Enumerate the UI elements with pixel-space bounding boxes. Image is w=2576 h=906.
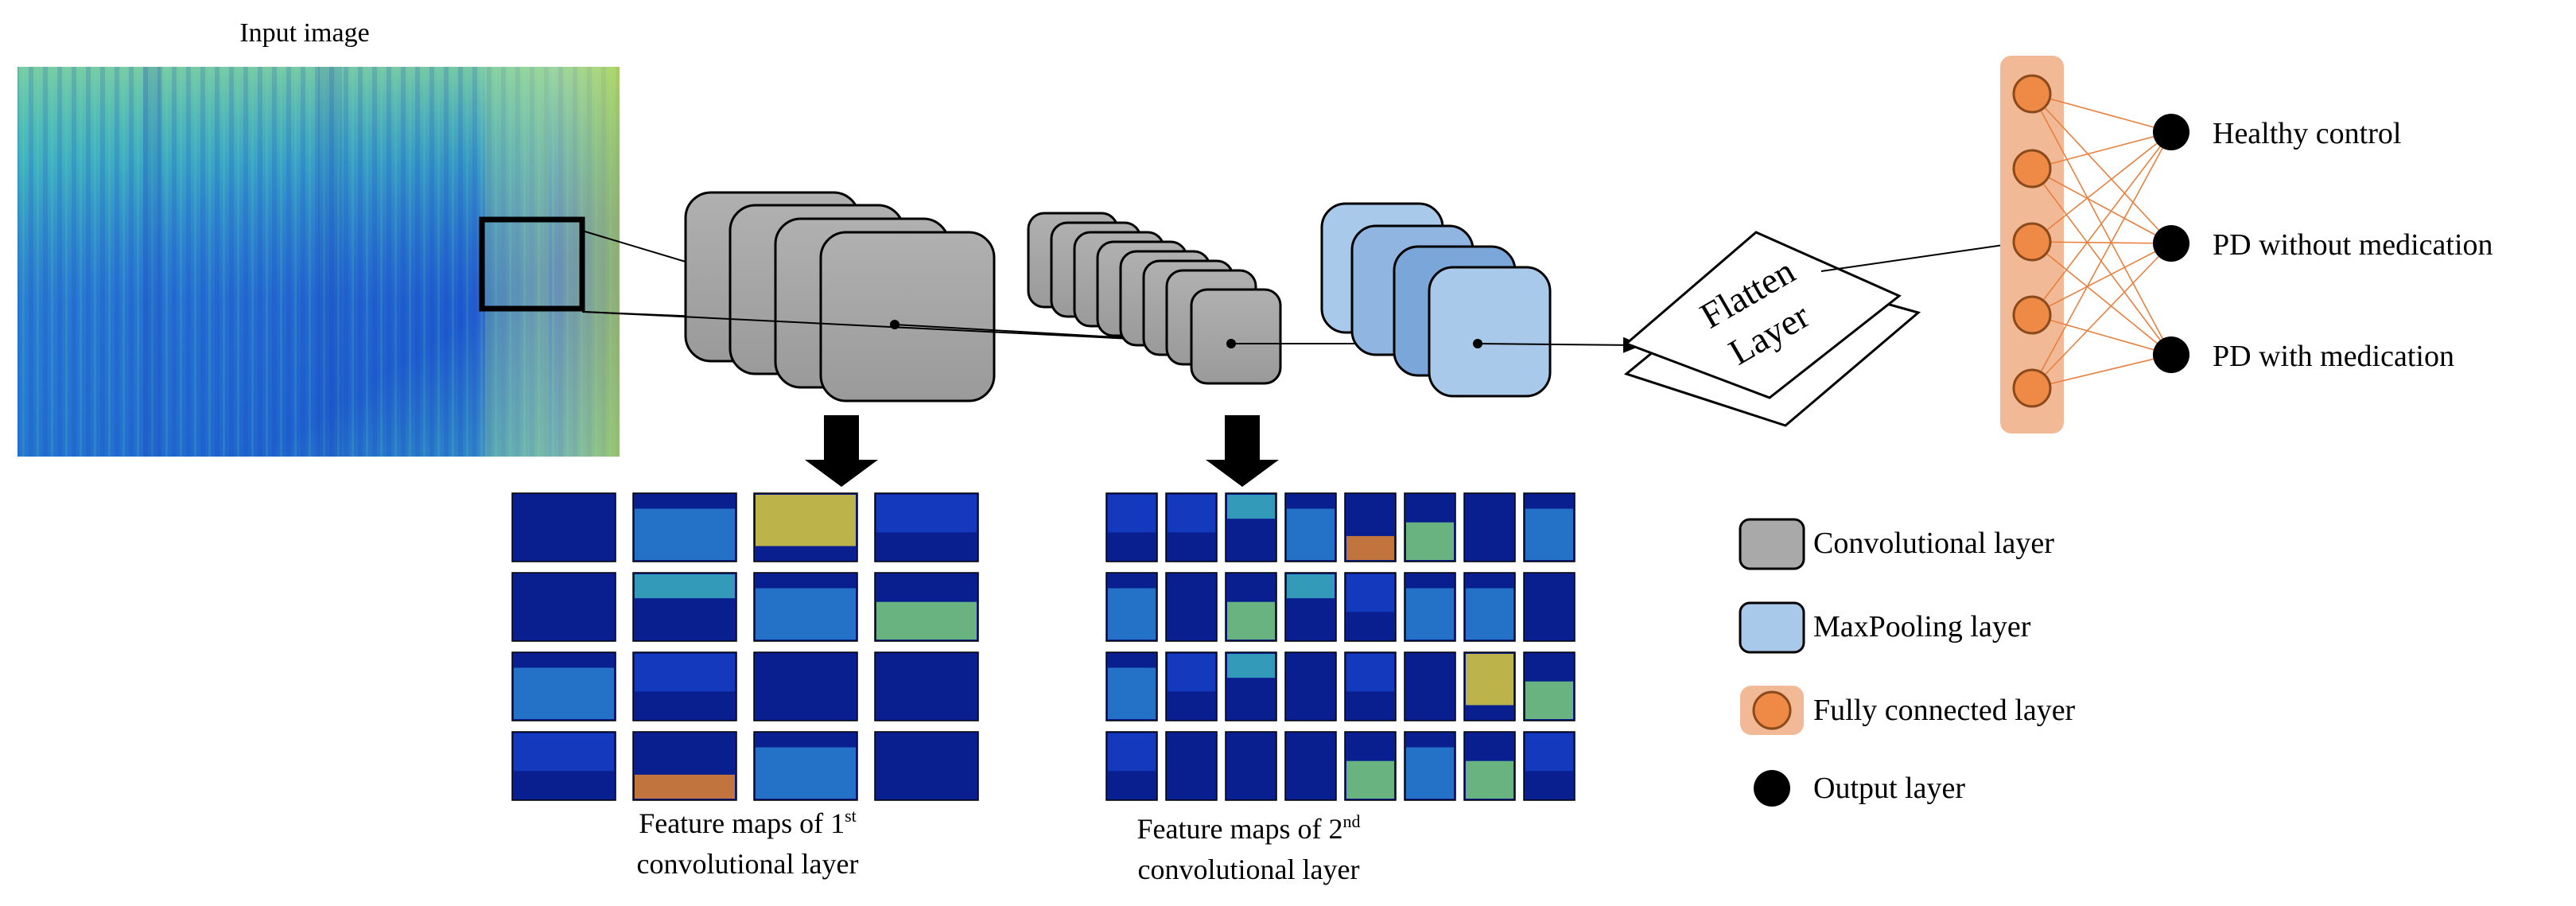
fc-node-circle-node-icon <box>2012 222 2052 262</box>
feature-map-activation <box>1525 681 1573 719</box>
legend-output-circle-node-icon <box>1754 770 1790 807</box>
flatten-to-fc-arrow <box>1820 237 2022 272</box>
feature-map-thumbnail <box>1284 731 1337 801</box>
feature-map-activation <box>1168 495 1215 533</box>
feature-map-activation <box>1346 654 1394 692</box>
flatten-layer: Flatten Layer <box>1623 231 1921 427</box>
pool-to-flatten-arrow <box>1477 336 1642 353</box>
output-label-pd-with-medication: PD with medication <box>2213 340 2454 373</box>
feature-map-thumbnail <box>511 572 616 642</box>
maxpooling-layer-stack <box>1320 202 1552 398</box>
legend-fc-circle-node-icon <box>1752 690 1792 730</box>
legend-pool-swatch <box>1739 601 1805 654</box>
feature-map-thumbnail <box>1165 731 1218 801</box>
feature-map-activation <box>514 733 614 772</box>
legend-fc-label: Fully connected layer <box>1813 694 2076 727</box>
feature-map-activation <box>756 747 856 799</box>
feature-map-activation <box>635 774 735 799</box>
feature-map-activation <box>635 654 735 692</box>
output-node-circle-node-icon <box>2153 225 2189 262</box>
feature-maps-conv1-grid <box>511 492 979 801</box>
feature-map-thumbnail <box>874 731 979 801</box>
fc-node-circle-node-icon <box>2012 149 2052 189</box>
legend: Convolutional layer MaxPooling layer Ful… <box>1739 518 2076 807</box>
feature-map-activation <box>514 667 614 719</box>
conv-layer-1-stack <box>684 191 996 402</box>
feature-map-thumbnail <box>1404 651 1456 721</box>
feature-map-thumbnail <box>874 651 979 721</box>
feature-map-thumbnail <box>1523 572 1576 642</box>
fc-node-circle-node-icon <box>2012 368 2052 408</box>
feature-map-thumbnail <box>1463 492 1516 562</box>
feature-maps-conv2-grid <box>1105 492 1576 801</box>
feature-map-activation <box>1168 654 1215 692</box>
feature-map-activation <box>1346 535 1394 560</box>
legend-pool-label: MaxPooling layer <box>1813 610 2031 644</box>
legend-conv-label: Convolutional layer <box>1813 527 2054 560</box>
feature-map-activation <box>1466 760 1513 799</box>
output-label-pd-without-medication: PD without medication <box>2213 228 2493 262</box>
feature-map-activation <box>1227 601 1275 640</box>
feature-map-thumbnail <box>753 651 858 721</box>
feature-map-activation <box>1525 508 1573 560</box>
fm1-caption-line2: convolutional layer <box>637 848 859 880</box>
feature-map-activation <box>1227 654 1275 679</box>
feature-map-activation <box>1108 733 1156 772</box>
input-image-title: Input image <box>239 18 369 48</box>
feature-map-activation <box>756 588 856 640</box>
fm1-caption-line1: Feature maps of 1st <box>639 806 857 839</box>
feature-map-thumbnail <box>511 492 616 562</box>
input-to-conv2-line <box>584 311 1230 344</box>
fm2-caption-line2: convolutional layer <box>1138 854 1360 885</box>
legend-conv-swatch <box>1739 518 1805 570</box>
feature-map-activation <box>876 601 977 640</box>
feature-map-activation <box>1466 588 1513 640</box>
feature-map-activation <box>756 495 856 546</box>
output-node-circle-node-icon <box>2153 336 2189 373</box>
feature-map-activation <box>1108 588 1156 640</box>
feature-map-activation <box>1406 522 1454 560</box>
fm2-caption-line1: Feature maps of 2nd <box>1137 811 1361 845</box>
feature-map-thumbnail <box>1284 651 1337 721</box>
fc-node-circle-node-icon <box>2012 74 2052 114</box>
fc-node-circle-node-icon <box>2012 295 2052 335</box>
feature-map-activation <box>1525 733 1573 772</box>
feature-map-activation <box>1346 760 1394 799</box>
fc-nodes <box>2012 74 2052 408</box>
input-spectrogram-image <box>17 67 620 457</box>
feature-map-activation <box>1108 495 1156 533</box>
down-arrow-icon <box>1206 415 1279 487</box>
feature-map-activation <box>1406 747 1454 799</box>
feature-map-thumbnail <box>1225 731 1277 801</box>
feature-map-activation <box>876 495 977 533</box>
feature-map-activation <box>1287 508 1335 560</box>
output-node-circle-node-icon <box>2153 114 2189 150</box>
output-nodes <box>2153 114 2189 373</box>
feature-map-activation <box>1227 495 1275 519</box>
fc-to-output-edges <box>2031 93 2172 389</box>
output-label-healthy-control: Healthy control <box>2213 117 2401 150</box>
feature-map-activation <box>1466 654 1513 706</box>
feature-map-activation <box>1108 667 1156 719</box>
feature-map-thumbnail <box>1165 572 1218 642</box>
conv-layer-2-stack <box>1027 212 1282 385</box>
feature-map-activation <box>635 574 735 599</box>
feature-map-activation <box>635 508 735 560</box>
feature-map-activation <box>1287 574 1335 599</box>
feature-map-activation <box>1346 574 1394 612</box>
receptive-field-box <box>479 216 585 312</box>
down-arrow-icon <box>805 415 878 487</box>
feature-map-activation <box>1406 588 1454 640</box>
legend-output-label: Output layer <box>1813 772 1965 805</box>
